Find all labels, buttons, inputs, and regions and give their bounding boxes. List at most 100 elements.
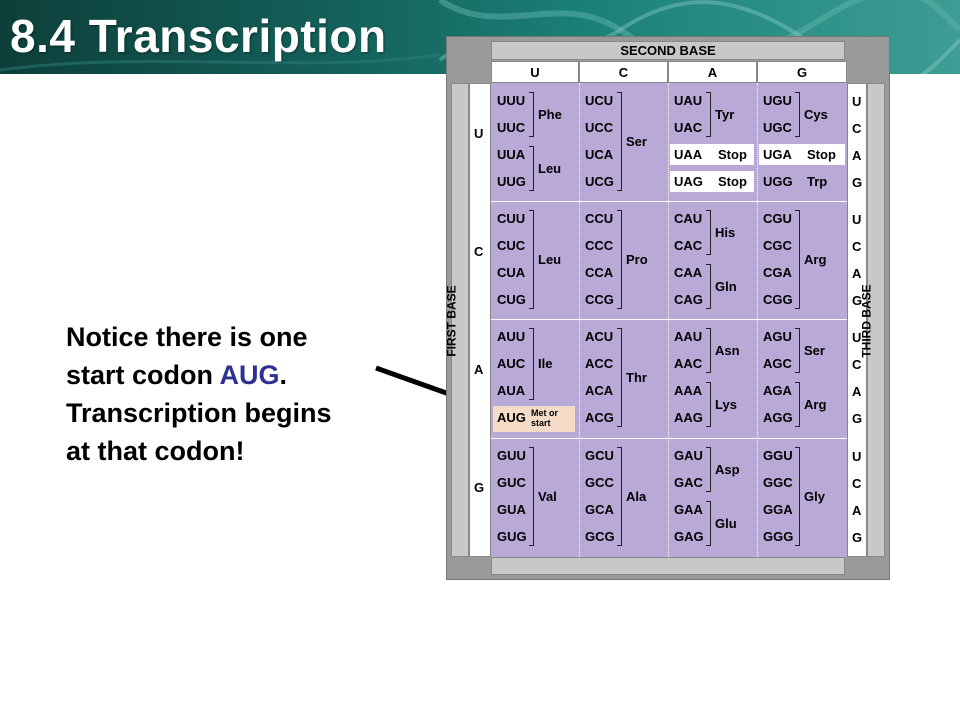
third-base-letter: U: [852, 94, 862, 109]
aa-met-or-start: start: [531, 418, 551, 428]
codon-gg-1: GGC: [763, 475, 793, 490]
codon-au-0: AUU: [497, 329, 526, 344]
bracket: [529, 146, 534, 191]
aa-met-or-start: Met or: [531, 408, 558, 418]
codon-uu-0: UUU: [497, 93, 526, 108]
row-separator: [491, 201, 847, 202]
codon-uc-1: UCC: [585, 120, 614, 135]
codon-cu-0: CUU: [497, 211, 526, 226]
bracket: [706, 447, 711, 492]
bracket: [706, 328, 711, 373]
column-separator: [668, 83, 669, 557]
codon-cg-0: CGU: [763, 211, 792, 226]
third-base-letter: G: [852, 175, 863, 190]
codon-gc-2: GCA: [585, 502, 614, 517]
codon-uu-1: UUC: [497, 120, 526, 135]
aa-label: Glu: [715, 515, 737, 531]
bracket: [617, 210, 622, 309]
codon-au-1: AUC: [497, 356, 526, 371]
row-separator: [491, 438, 847, 439]
aa-label: Stop: [718, 174, 747, 189]
bracket: [706, 382, 711, 427]
bracket: [795, 210, 800, 309]
codon-gg-2: GGA: [763, 502, 793, 517]
third-base-letter: A: [852, 384, 862, 399]
codon-cg-1: CGC: [763, 238, 792, 253]
codon-ac-1: ACC: [585, 356, 614, 371]
aa-label: Arg: [804, 396, 827, 412]
notice-line-4: at that codon!: [66, 436, 245, 466]
aa-label: His: [715, 224, 736, 240]
bracket: [706, 501, 711, 546]
codon-ca-0: CAU: [674, 211, 703, 226]
codon-gc-3: GCG: [585, 529, 615, 544]
aa-label: Trp: [807, 174, 828, 189]
codon-cg-3: CGG: [763, 292, 793, 307]
aa-label: Gln: [715, 278, 737, 294]
third-base-letter: A: [852, 148, 862, 163]
bracket: [617, 92, 622, 191]
aa-label: Asp: [715, 461, 740, 477]
codon-ug-1: UGC: [763, 120, 792, 135]
codon-ca-1: CAC: [674, 238, 703, 253]
notice-text: Notice there is one start codon AUG. Tra…: [66, 318, 396, 470]
codon-ca-3: CAG: [674, 292, 703, 307]
codon-ug-3: UGG: [763, 174, 793, 189]
stop-highlight: [670, 144, 754, 165]
aa-label: Cys: [804, 106, 828, 122]
aa-label: Gly: [804, 488, 825, 504]
aa-label: Ser: [804, 342, 825, 358]
bracket: [795, 328, 800, 373]
first-base-label: FIRST BASE: [444, 285, 459, 357]
slide-title: 8.4 Transcription: [10, 10, 387, 62]
first-base-column: U C A G: [469, 83, 491, 557]
codon-ug-0: UGU: [763, 93, 792, 108]
codon-aa-1: AAC: [674, 356, 703, 371]
stop-highlight: [670, 171, 754, 192]
aa-label: Pro: [626, 251, 648, 267]
codon-gu-3: GUG: [497, 529, 527, 544]
bracket: [706, 92, 711, 137]
codon-cu-2: CUA: [497, 265, 526, 280]
aa-label: Ile: [538, 356, 553, 371]
bracket: [529, 210, 534, 309]
codon-cg-2: CGA: [763, 265, 792, 280]
codon-gu-0: GUU: [497, 448, 526, 463]
codon-cu-3: CUG: [497, 292, 526, 307]
aa-label: Stop: [807, 147, 836, 162]
codon-uc-0: UCU: [585, 93, 614, 108]
bracket: [795, 447, 800, 546]
codon-cc-3: CCG: [585, 292, 614, 307]
aa-label: Leu: [538, 251, 562, 267]
third-base-letter: C: [852, 476, 862, 491]
first-base-c: C: [474, 244, 484, 259]
codon-cc-2: CCA: [585, 265, 614, 280]
bracket: [529, 92, 534, 137]
aa-label: Lys: [715, 396, 737, 412]
bracket: [617, 447, 622, 546]
notice-line-2: start codon AUG.: [66, 360, 288, 390]
col-head-g: G: [757, 61, 847, 83]
third-base-letter: G: [852, 530, 863, 545]
stop-highlight: [759, 144, 845, 165]
col-head-u: U: [491, 61, 579, 83]
second-base-header: SECOND BASE: [491, 41, 845, 60]
aa-label: Leu: [538, 160, 562, 176]
codon-ag-0: AGU: [763, 329, 792, 344]
third-base-letter: A: [852, 266, 862, 281]
codon-ag-2: AGA: [763, 383, 792, 398]
bracket: [617, 328, 622, 427]
row-separator: [491, 319, 847, 320]
codon-aa-0: AAU: [674, 329, 703, 344]
codon-cu-1: CUC: [497, 238, 526, 253]
bracket: [795, 92, 800, 137]
col-head-c: C: [579, 61, 668, 83]
notice-line-1: Notice there is one: [66, 322, 308, 352]
column-separator: [757, 83, 758, 557]
aug-highlight: AUG: [219, 360, 280, 390]
column-separator: [579, 83, 580, 557]
aa-label: Stop: [718, 147, 747, 162]
codon-aa-3: AAG: [674, 410, 703, 425]
codon-ua-3: UAG: [674, 174, 703, 189]
codon-ga-3: GAG: [674, 529, 704, 544]
